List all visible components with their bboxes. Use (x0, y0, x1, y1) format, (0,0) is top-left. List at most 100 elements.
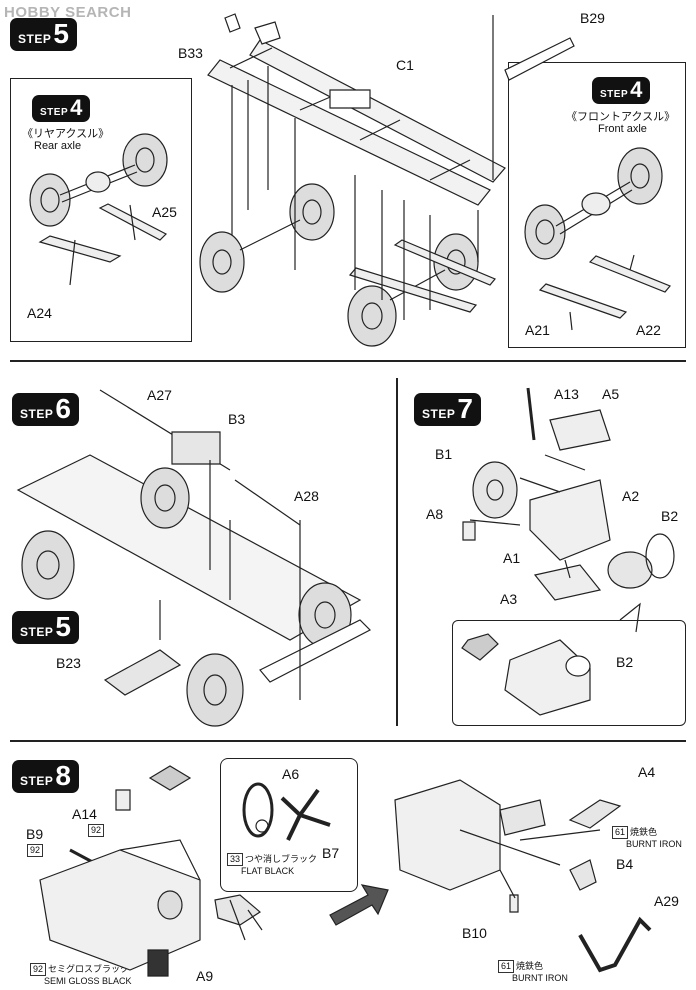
part-label-b9: B9 (26, 826, 44, 842)
paint-code-a14: 92 (88, 824, 106, 837)
section-divider-2 (10, 740, 686, 742)
rear-axle-subframe (10, 78, 192, 342)
part-label-b3: B3 (228, 411, 246, 427)
paint-name-jp: つや消しブラック (245, 854, 318, 864)
paint-code: 92 (27, 844, 44, 857)
paint-swatch-icon (150, 766, 190, 790)
part-label-b1: B1 (435, 446, 453, 462)
step-7-badge: STEP 7 (414, 393, 481, 426)
a1-a2-part-illustration (530, 480, 610, 560)
part-label-a2: A2 (622, 488, 640, 504)
part-label-a25: A25 (152, 204, 177, 220)
part-label-b29: B29 (580, 10, 605, 26)
step-word: STEP (20, 625, 54, 639)
step-number: 6 (55, 393, 71, 424)
step-word: STEP (20, 407, 54, 421)
part-label-a1: A1 (503, 550, 521, 566)
step-word: STEP (18, 32, 52, 46)
step-6-badge: STEP 6 (12, 393, 79, 426)
paint-name-jp: 焼鉄色 (516, 961, 544, 971)
step-5-badge: STEP 5 (10, 18, 77, 51)
paint-name-en: FLAT BLACK (241, 866, 295, 876)
front-axle-illustration (525, 148, 670, 330)
part-label-b33: B33 (178, 45, 203, 61)
part-label-b4: B4 (616, 856, 634, 872)
step6-chassis-illustration (18, 455, 360, 640)
section-divider-vertical (396, 378, 398, 726)
part-label-a4: A4 (638, 764, 656, 780)
step-word: STEP (600, 89, 629, 100)
part-label-b23: B23 (56, 655, 81, 671)
part-label-a24: A24 (27, 305, 52, 321)
part-label-a13: A13 (554, 386, 579, 402)
a29-part-illustration (580, 920, 650, 970)
step-number: 7 (457, 393, 473, 424)
section-divider-1 (10, 360, 686, 362)
b2-detail-box (452, 620, 686, 726)
a14-part-illustration (116, 790, 130, 810)
b10-part-illustration (510, 895, 518, 912)
rear-axle-title-jp: 《リヤアクスル》 (22, 128, 110, 140)
part-label-b2-detail: B2 (616, 654, 634, 670)
b1-part-illustration (473, 462, 517, 518)
part-label-a28: A28 (294, 488, 319, 504)
step-4-badge-rear: STEP 4 (32, 95, 91, 122)
step-number: 4 (70, 95, 83, 120)
part-label-b2: B2 (661, 508, 679, 524)
step-number: 5 (55, 611, 71, 642)
paint-code: 92 (88, 824, 105, 837)
a8-part-illustration (463, 522, 475, 540)
b4-part-illustration (570, 860, 596, 890)
fan-belt-subframe (220, 758, 358, 892)
step-5-ref-badge: STEP 5 (12, 611, 79, 644)
paint-name-en: BURNT IRON (626, 839, 682, 849)
b2-part-illustration (608, 552, 652, 588)
front-axle-title-en: Front axle (598, 123, 647, 135)
front-axle-subframe (508, 62, 686, 348)
step-number: 4 (630, 77, 643, 102)
step-word: STEP (422, 407, 456, 421)
part-label-a6: A6 (282, 766, 300, 782)
part-label-a22: A22 (636, 322, 661, 338)
a4-part-illustration (570, 800, 620, 828)
paint-code-b9: 92 (27, 844, 45, 857)
paint-name-en: BURNT IRON (512, 973, 568, 983)
engine-illustration-right (395, 780, 500, 890)
a5-part-illustration (550, 410, 610, 450)
step-4-badge-front: STEP 4 (592, 77, 651, 104)
step-number: 5 (53, 18, 69, 49)
b3-part-illustration (172, 432, 220, 464)
rear-axle-illustration (30, 134, 167, 285)
paint-name-jp: 焼鉄色 (630, 827, 658, 837)
part-label-a21: A21 (525, 322, 550, 338)
paint-name-en: SEMI GLOSS BLACK (44, 976, 132, 986)
step-number: 8 (55, 760, 71, 791)
chassis-frame-illustration (200, 14, 574, 346)
watermark-logo: HOBBY SEARCH (4, 4, 131, 21)
step-8-badge: STEP 8 (12, 760, 79, 793)
part-label-a3: A3 (500, 591, 518, 607)
part-label-a29: A29 (654, 893, 679, 909)
part-label-b10: B10 (462, 925, 487, 941)
watermark-text: HOBBY SEARCH (4, 4, 132, 21)
step-word: STEP (40, 107, 69, 118)
part-label-b7: B7 (322, 845, 340, 861)
part-label-a8: A8 (426, 506, 444, 522)
part-label-a9: A9 (196, 968, 214, 984)
paint-name-jp: セミグロスブラック (48, 964, 130, 974)
front-axle-title-jp: 《フロントアクスル》 (566, 111, 676, 123)
rear-axle-title-en: Rear axle (34, 140, 82, 152)
part-label-a14: A14 (72, 806, 97, 822)
part-label-a27: A27 (147, 387, 172, 403)
step-word: STEP (20, 774, 54, 788)
part-label-c1: C1 (396, 57, 414, 73)
part-label-a5: A5 (602, 386, 620, 402)
